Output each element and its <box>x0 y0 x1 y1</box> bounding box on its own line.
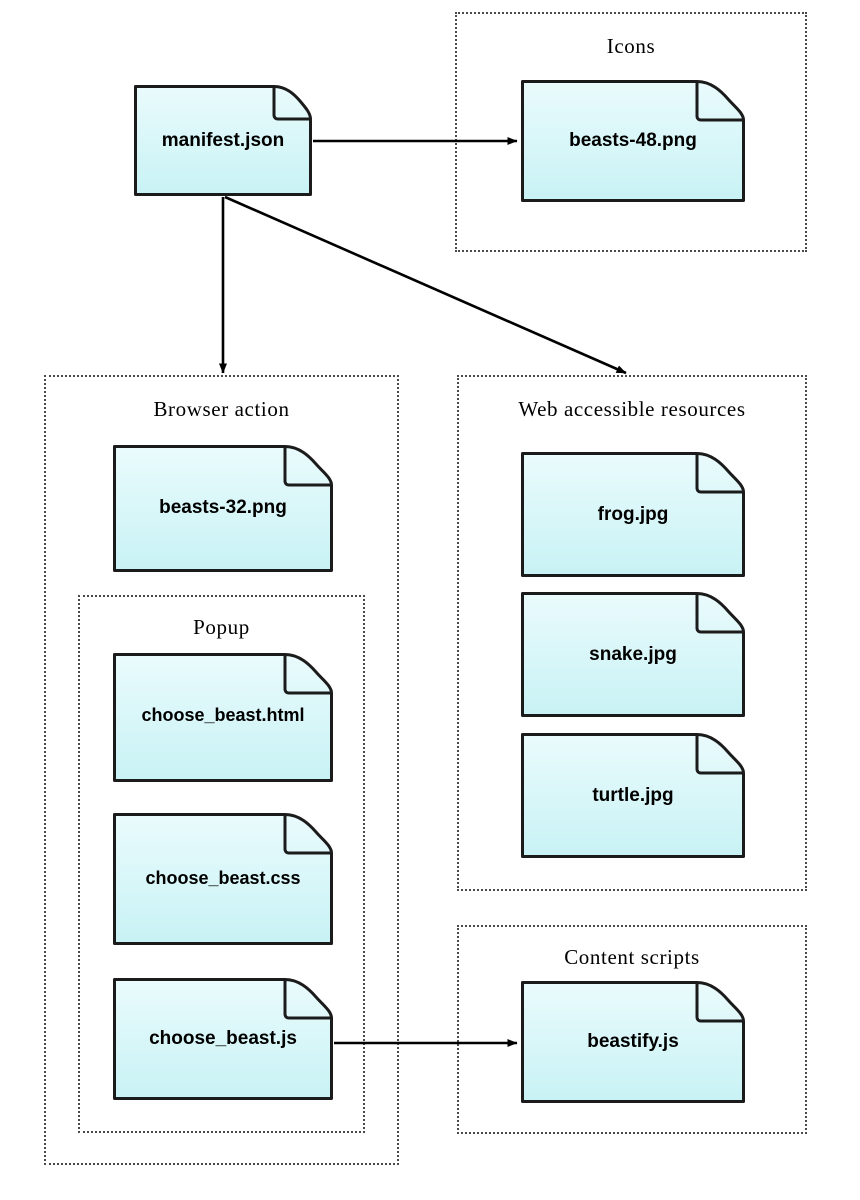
document-shape-icon <box>521 592 745 717</box>
group-browser-action-label: Browser action <box>153 397 290 421</box>
group-popup-label: Popup <box>193 615 250 639</box>
document-shape-icon <box>113 445 333 572</box>
file-node-beastify-js[interactable]: beastify.js <box>521 981 745 1103</box>
group-content-scripts[interactable]: Content scripts <box>457 925 807 1134</box>
file-node-beasts-48-png[interactable]: beasts-48.png <box>521 80 745 202</box>
document-shape-icon <box>521 733 745 858</box>
document-shape-icon <box>521 80 745 202</box>
group-web-accessible-resources-label: Web accessible resources <box>518 397 746 421</box>
document-shape-icon <box>113 813 333 945</box>
file-node-turtle-jpg[interactable]: turtle.jpg <box>521 733 745 858</box>
group-icons-label: Icons <box>606 34 656 58</box>
group-web-accessible-resources[interactable]: Web accessible resources <box>457 375 807 891</box>
file-node-choose-beast-css[interactable]: choose_beast.css <box>113 813 333 945</box>
document-shape-icon <box>113 978 333 1100</box>
document-shape-icon <box>134 85 312 196</box>
group-content-scripts-label: Content scripts <box>564 945 700 969</box>
document-shape-icon <box>521 452 745 577</box>
group-icons[interactable]: Icons <box>455 12 807 252</box>
document-shape-icon <box>113 653 333 782</box>
file-node-choose-beast-js[interactable]: choose_beast.js <box>113 978 333 1100</box>
document-shape-icon <box>521 981 745 1103</box>
group-popup[interactable]: Popup <box>78 595 365 1133</box>
file-node-manifest-json[interactable]: manifest.json <box>134 85 312 196</box>
file-node-frog-jpg[interactable]: frog.jpg <box>521 452 745 577</box>
file-node-choose-beast-html[interactable]: choose_beast.html <box>113 653 333 782</box>
file-node-snake-jpg[interactable]: snake.jpg <box>521 592 745 717</box>
group-browser-action[interactable]: Browser action <box>44 375 399 1165</box>
file-node-beasts-32-png[interactable]: beasts-32.png <box>113 445 333 572</box>
